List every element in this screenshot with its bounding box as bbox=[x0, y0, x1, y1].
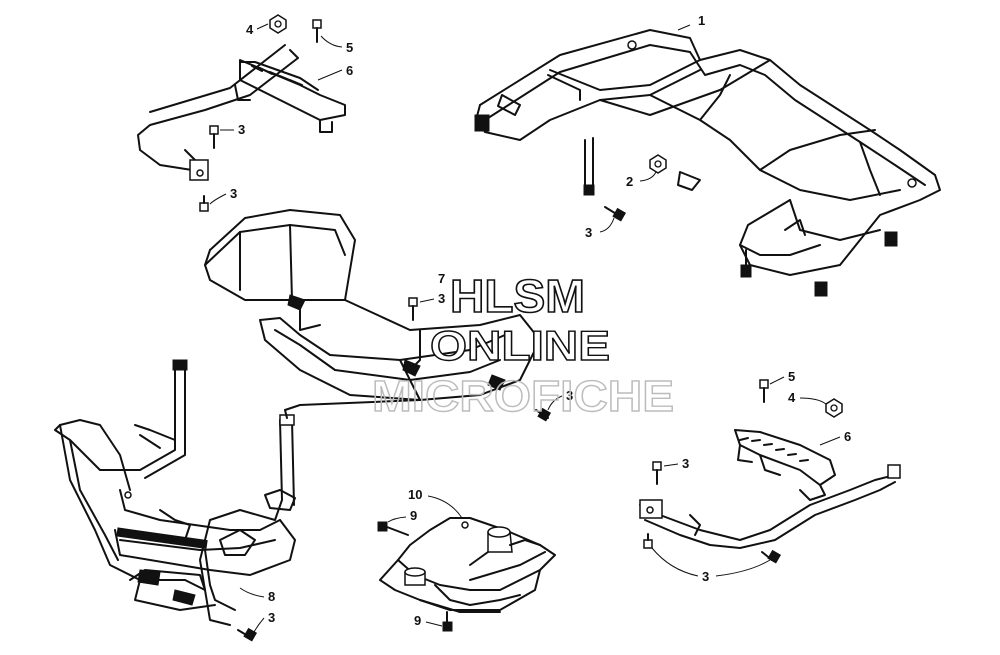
front-bumper-bolt bbox=[237, 627, 258, 642]
callout-rear-nut: 2 bbox=[626, 174, 633, 189]
leader-skid-bolt-top bbox=[387, 516, 407, 523]
rear-bolt bbox=[604, 206, 627, 222]
leader-right-footrest bbox=[819, 436, 841, 446]
leader-right-bolt-bottom-right bbox=[715, 559, 771, 577]
leader-front-bumper-bolt bbox=[253, 617, 265, 633]
leader-left-nut bbox=[256, 23, 269, 30]
leader-right-nut bbox=[799, 397, 827, 405]
leader-rear-rack bbox=[677, 24, 691, 31]
leader-left-bolt-b bbox=[209, 193, 227, 205]
skid-plate bbox=[379, 517, 556, 613]
leader-left-footrest bbox=[317, 69, 343, 81]
callout-skid-bolt-bottom: 9 bbox=[414, 613, 421, 628]
left-bolt-a bbox=[209, 125, 219, 149]
callout-front-bumper-bolt: 3 bbox=[268, 610, 275, 625]
callout-right-nut: 4 bbox=[788, 390, 796, 405]
callout-left-bolt-a: 3 bbox=[238, 122, 245, 137]
front-rack-bolt bbox=[408, 297, 418, 321]
leader-rear-nut bbox=[639, 171, 657, 182]
callout-front-rack-7: 7 bbox=[438, 271, 445, 286]
leader-front-rack-bolt bbox=[419, 298, 435, 303]
leader-rear-bolt bbox=[599, 217, 615, 233]
callout-front-bumper: 8 bbox=[268, 589, 275, 604]
rear-rack bbox=[474, 29, 941, 297]
callout-left-footrest: 6 bbox=[346, 63, 353, 78]
right-bolt bbox=[759, 379, 769, 403]
watermark-hlsm: HLSM bbox=[450, 270, 585, 322]
front-rack bbox=[204, 209, 541, 411]
callout-left-bolt-b: 3 bbox=[230, 186, 237, 201]
leader-front-bumper bbox=[239, 587, 265, 598]
leader-right-bolt-bottom-left bbox=[651, 547, 699, 577]
watermark: HLSM ONLINE MICROFICHE bbox=[371, 269, 674, 422]
callout-right-bolt-bottom: 3 bbox=[702, 569, 709, 584]
front-rack-bolt-right bbox=[535, 407, 552, 422]
callout-skid-bolt-top: 9 bbox=[410, 508, 417, 523]
right-bolt-top bbox=[652, 461, 662, 485]
callout-right-footrest: 6 bbox=[844, 429, 851, 444]
skid-bolt-bottom bbox=[442, 611, 453, 632]
callout-left-nut: 4 bbox=[246, 22, 254, 37]
callout-right-bolt: 5 bbox=[788, 369, 795, 384]
leader-front-rack-bolt-right bbox=[547, 395, 563, 411]
rear-nut bbox=[649, 154, 667, 174]
callout-rear-bolt: 3 bbox=[585, 225, 592, 240]
callout-skid-plate: 10 bbox=[408, 487, 422, 502]
watermark-microfiche: MICROFICHE bbox=[372, 372, 674, 421]
left-bolt-b bbox=[199, 195, 209, 212]
right-bolt-bottom-left bbox=[643, 533, 653, 549]
leader-skid-bolt-bottom bbox=[425, 621, 443, 627]
leader-right-bolt bbox=[769, 376, 785, 385]
left-nut bbox=[269, 14, 287, 34]
leader-right-bolt-top bbox=[663, 463, 679, 467]
callout-rear-rack: 1 bbox=[698, 13, 705, 28]
right-nut bbox=[825, 398, 843, 418]
front-bumper bbox=[54, 359, 296, 626]
callout-left-bolt: 5 bbox=[346, 40, 353, 55]
callout-right-bolt-top: 3 bbox=[682, 456, 689, 471]
skid-bolt-top bbox=[377, 521, 409, 536]
right-footrest bbox=[639, 429, 901, 549]
watermark-online: ONLINE bbox=[430, 322, 610, 369]
left-bolt bbox=[312, 19, 322, 43]
right-bolt-bottom-right bbox=[761, 549, 782, 564]
callout-front-rack-bolt-right: 3 bbox=[566, 388, 573, 403]
leader-left-bolt bbox=[320, 35, 343, 48]
leader-skid-plate bbox=[427, 495, 463, 519]
callout-front-rack-bolt: 3 bbox=[438, 291, 445, 306]
left-footrest bbox=[137, 44, 346, 181]
